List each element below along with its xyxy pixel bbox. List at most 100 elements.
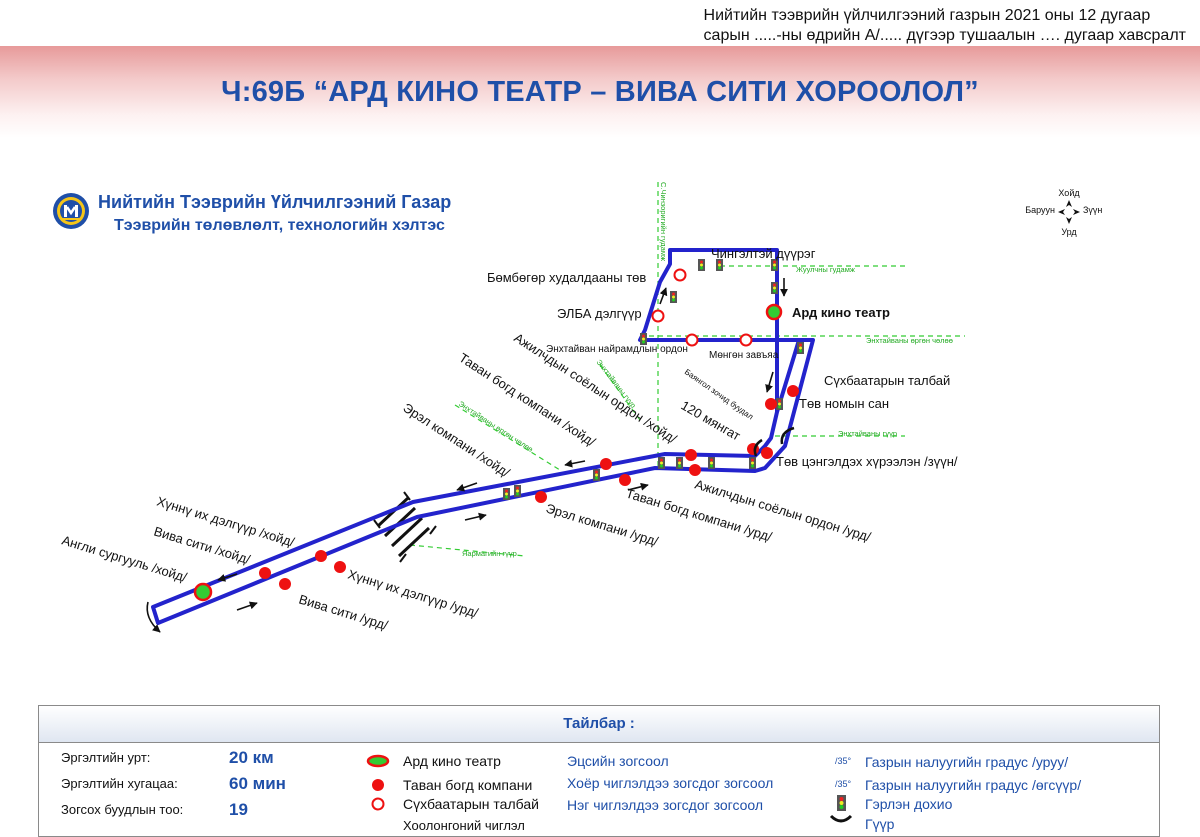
compass-east: Зүүн: [1083, 205, 1102, 215]
legend-slope-up-mark: /35°: [835, 779, 852, 789]
legend-stop-one-icon: [371, 797, 385, 811]
stop-bombogor: [673, 268, 687, 282]
stop-khunnu-south: [334, 561, 346, 573]
stop-tavan-south: [619, 474, 631, 486]
label-ard: Ард кино театр: [792, 305, 890, 320]
street-labels: С.Чинзоригийн гудамж Жуулчны гудамж Энхт…: [457, 182, 953, 558]
legend-slope-down: Газрын налуугийн градус /уруу/: [865, 754, 1069, 770]
traffic-light-icon: [670, 291, 677, 303]
legend-traffic-light: Гэрлэн дохио: [865, 796, 953, 812]
stat-length-label: Эргэлтийн урт:: [61, 750, 151, 765]
label-viva-south: Вива сити /урд/: [297, 592, 390, 633]
legend-slope-down-mark: /35°: [835, 756, 852, 766]
traffic-light-icon: [771, 282, 778, 294]
label-elba: ЭЛБА дэлгүүр: [557, 306, 642, 321]
legend-type-terminal: Эцсийн зогсоол: [567, 753, 669, 769]
stat-length-value: 20 км: [229, 748, 274, 767]
street-enkhtaivan-bridge: Энхтайваны гүүр: [838, 429, 897, 438]
street-yarmag-bridge: Яармагийн гүүр: [462, 549, 517, 558]
route-line: [151, 248, 815, 625]
crossing-markers: [146, 426, 795, 633]
traffic-light-icon: [749, 457, 756, 469]
label-mongon: Мөнгөн завъяа: [709, 350, 779, 361]
legend-title: Тайлбар :: [39, 706, 1159, 743]
stat-stops-value: 19: [229, 800, 248, 819]
organization-logo-icon: [53, 193, 89, 229]
stop-mongon: [739, 333, 753, 347]
legend-traffic-light-icon: [837, 795, 846, 811]
compass-arrows-icon: [1058, 200, 1080, 224]
label-sukhbaatar: Сүхбаатарын талбай: [824, 373, 950, 388]
stat-time-label: Эргэлтийн хугацаа:: [61, 776, 178, 791]
traffic-light-icon: [698, 259, 705, 271]
decree-note: Нийтийн тээврийн үйлчилгээний газрын 202…: [704, 6, 1186, 46]
organization-name: Нийтийн Тээврийн Үйлчилгээний Газар: [98, 192, 452, 212]
stop-viva-north: [259, 567, 271, 579]
bridge-symbol-icon: [373, 491, 437, 563]
legend-marker-cut: Хоолонгоний чиглэл: [403, 818, 525, 833]
stop-tavan-north: [600, 458, 612, 470]
compass-west: Баруун: [1025, 205, 1055, 215]
traffic-light-icon: [640, 333, 647, 345]
route-map: Хойд Урд Баруун Зүүн С.Чинзоригийн гудам…: [60, 182, 1102, 633]
traffic-light-icon: [658, 457, 665, 469]
stop-khunnu-north: [315, 550, 327, 562]
legend-type-one: Нэг чиглэлдээ зогсдог зогсоол: [567, 797, 764, 813]
stop-tov-tsengeldekh: [761, 447, 773, 459]
traffic-light-icon: [514, 485, 521, 497]
route-title: Ч:69Б “АРД КИНО ТЕАТР – ВИВА СИТИ ХОРООЛ…: [221, 76, 979, 108]
traffic-light-icon: [776, 398, 783, 410]
terminal-stop-ard: [765, 303, 783, 321]
legend-terminal-icon: [366, 754, 390, 768]
legend-marker-both: Таван богд компани: [403, 777, 533, 793]
stop-sukhbaatar: [787, 385, 799, 397]
label-enkhtaivan-ordon: Энхтайван найрамдлын ордон: [546, 344, 688, 355]
label-chingeltei: Чингэлтэй дүүрэг: [711, 246, 816, 261]
label-erel-north: Эрэл компани /хойд/: [400, 400, 513, 480]
legend-bridge: Гүүр: [865, 816, 895, 832]
legend-marker-one: Сүхбаатарын талбай: [403, 796, 539, 812]
traffic-light-icon: [797, 342, 804, 354]
traffic-light-icon: [503, 488, 510, 500]
label-erel-south: Эрэл компани /урд/: [544, 501, 660, 550]
legend-slope-up: Газрын налуугийн градус /өгсүүр/: [865, 777, 1082, 793]
direction-arrows: [217, 278, 788, 611]
stops: [193, 268, 799, 602]
decree-note-line1: Нийтийн тээврийн үйлчилгээний газрын 202…: [703, 7, 1151, 24]
traffic-light-icon: [716, 259, 723, 271]
legend-stop-both-icon: [372, 779, 384, 791]
stop-ajil-south: [689, 464, 701, 476]
header-band: [0, 46, 1200, 138]
terminal-stop-angli: [193, 582, 213, 602]
stop-enkhtaivan-ordon: [685, 333, 699, 347]
label-ajil-south: Ажилчдын соёлын ордон /урд/: [693, 477, 873, 545]
stat-stops-label: Зогсох буудлын тоо:: [61, 802, 184, 817]
label-bombogor: Бөмбөгөр худалдааны төв: [487, 270, 646, 285]
legend-bridge-icon: [829, 814, 853, 823]
decree-note-line2: сарын .....-ны өдрийн А/..... дүгээр туш…: [703, 27, 1186, 44]
street-chinzorig: С.Чинзоригийн гудамж: [659, 182, 668, 261]
traffic-light-icon: [708, 457, 715, 469]
street-juulchin: Жуулчны гудамж: [796, 265, 855, 274]
traffic-light-icon: [676, 457, 683, 469]
stop-ajil-north: [685, 449, 697, 461]
organization-department: Тээврийн төлөвлөлт, технологийн хэлтэс: [114, 217, 445, 234]
traffic-lights: [503, 259, 804, 500]
label-tov-tsengeldekh: Төв цэнгэлдэх хүрээлэн /зүүн/: [776, 454, 958, 469]
compass-north: Хойд: [1058, 188, 1080, 198]
compass-rose: Хойд Урд Баруун Зүүн: [1025, 188, 1102, 237]
stat-time-value: 60 мин: [229, 774, 286, 793]
label-tov-nomyn: Төв номын сан: [799, 396, 889, 411]
stop-erel-south: [535, 491, 547, 503]
stop-elba: [651, 309, 665, 323]
label-tavan-north: Таван богд компани /хойд/: [456, 350, 598, 450]
legend-panel: Тайлбар : Эргэлтийн урт: 20 км Эргэлтийн…: [38, 705, 1160, 837]
traffic-light-icon: [593, 469, 600, 481]
legend-marker-terminal: Ард кино театр: [403, 753, 501, 769]
stop-tov-nomyn: [765, 398, 777, 410]
stop-viva-south: [279, 578, 291, 590]
street-enkhtaivan-avenue: Энхтайваны өргөн чөлөө: [866, 336, 953, 345]
legend-type-both: Хоёр чиглэлдээ зогсдог зогсоол: [567, 775, 774, 791]
traffic-light-icon: [771, 259, 778, 271]
compass-south: Урд: [1061, 227, 1077, 237]
